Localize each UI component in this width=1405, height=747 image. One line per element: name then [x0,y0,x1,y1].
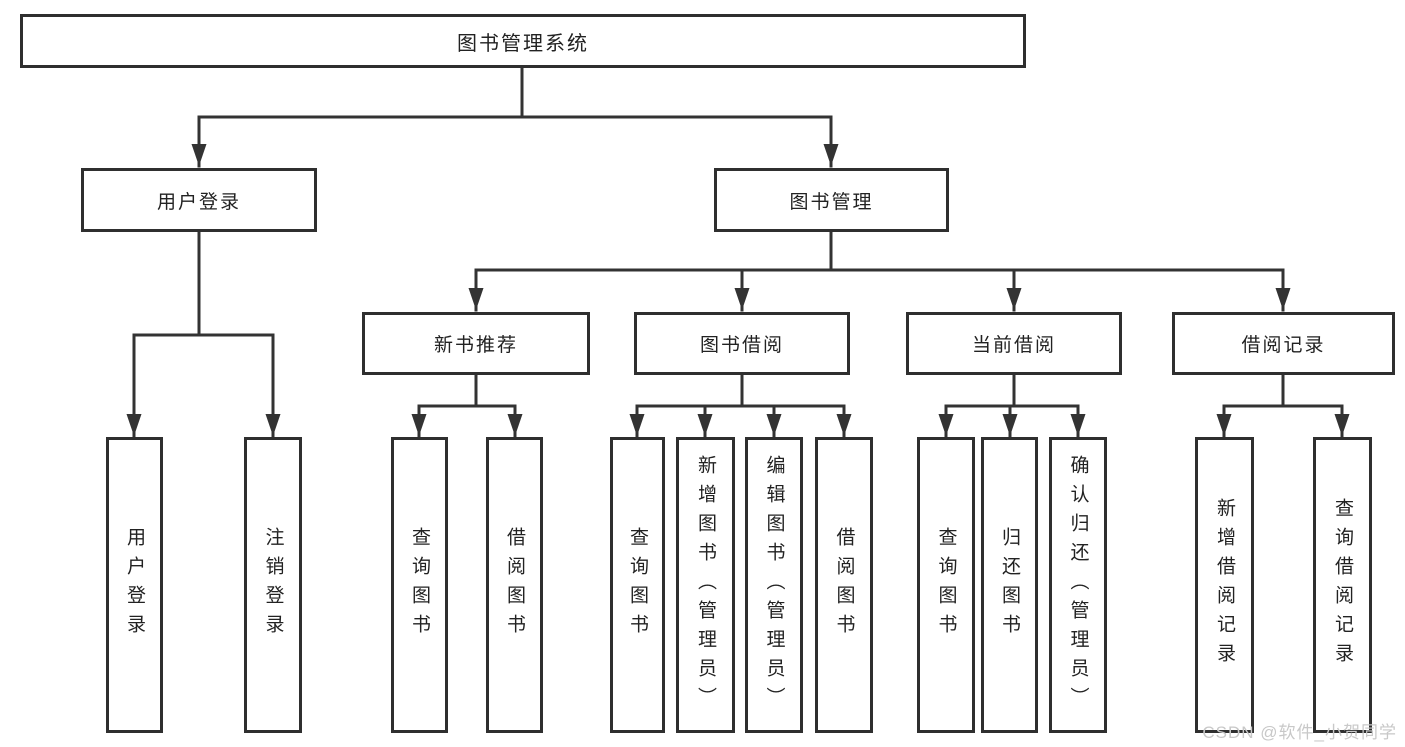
leaf-logout: 注销登录 [244,437,302,733]
node-user-login: 用户登录 [81,168,317,232]
leaf-br-query-borrow-record: 查询借阅记录 [1313,437,1372,733]
node-current-borrowing: 当前借阅 [906,312,1122,375]
leaf-br-query-borrow-record-label: 查询借阅记录 [1332,498,1353,672]
leaf-cb-confirm-return-admin-label: 确认归还（管理员） [1067,454,1089,716]
leaf-bb-borrow-books: 借阅图书 [815,437,873,733]
leaf-cb-query-books-label: 查询图书 [935,527,957,643]
leaf-logout-label: 注销登录 [262,527,284,643]
leaf-user-login-label: 用户登录 [124,527,145,643]
leaf-bb-edit-book-admin-label: 编辑图书（管理员） [763,454,785,716]
leaf-nb-query-books: 查询图书 [391,437,448,733]
leaf-cb-confirm-return-admin: 确认归还（管理员） [1049,437,1107,733]
node-book-borrowing-label: 图书借阅 [699,335,784,356]
branch-bars [132,66,1344,408]
node-library-management-system: 图书管理系统 [20,14,1026,68]
leaf-bb-borrow-books-label: 借阅图书 [833,527,855,643]
node-borrowing-records: 借阅记录 [1172,312,1395,375]
leaf-bb-add-book-admin: 新增图书（管理员） [676,437,735,733]
leaf-bb-query-books-label: 查询图书 [627,527,648,643]
leaf-br-add-borrow-record-label: 新增借阅记录 [1214,498,1235,672]
leaf-nb-borrow-books: 借阅图书 [486,437,543,733]
leaf-cb-return-books: 归还图书 [981,437,1038,733]
node-borrowing-records-label: 借阅记录 [1241,335,1326,356]
leaf-cb-return-books-label: 归还图书 [999,527,1020,643]
node-new-book-recommendation: 新书推荐 [362,312,590,375]
node-book-management: 图书管理 [714,168,949,232]
leaf-bb-query-books: 查询图书 [610,437,665,733]
leaf-nb-borrow-books-label: 借阅图书 [504,527,525,643]
node-library-management-system-label: 图书管理系统 [457,32,589,55]
leaf-user-login: 用户登录 [106,437,163,733]
watermark: CSDN @软件_小贺同学 [1202,723,1397,742]
node-user-login-label: 用户登录 [156,191,241,213]
leaf-nb-query-books-label: 查询图书 [409,527,430,643]
leaf-bb-edit-book-admin: 编辑图书（管理员） [745,437,803,733]
node-book-borrowing: 图书借阅 [634,312,850,375]
node-book-management-label: 图书管理 [789,191,874,213]
node-new-book-recommendation-label: 新书推荐 [433,335,518,356]
leaf-cb-query-books: 查询图书 [917,437,975,733]
node-current-borrowing-label: 当前借阅 [971,335,1056,356]
leaf-bb-add-book-admin-label: 新增图书（管理员） [695,454,716,716]
leaf-br-add-borrow-record: 新增借阅记录 [1195,437,1254,733]
